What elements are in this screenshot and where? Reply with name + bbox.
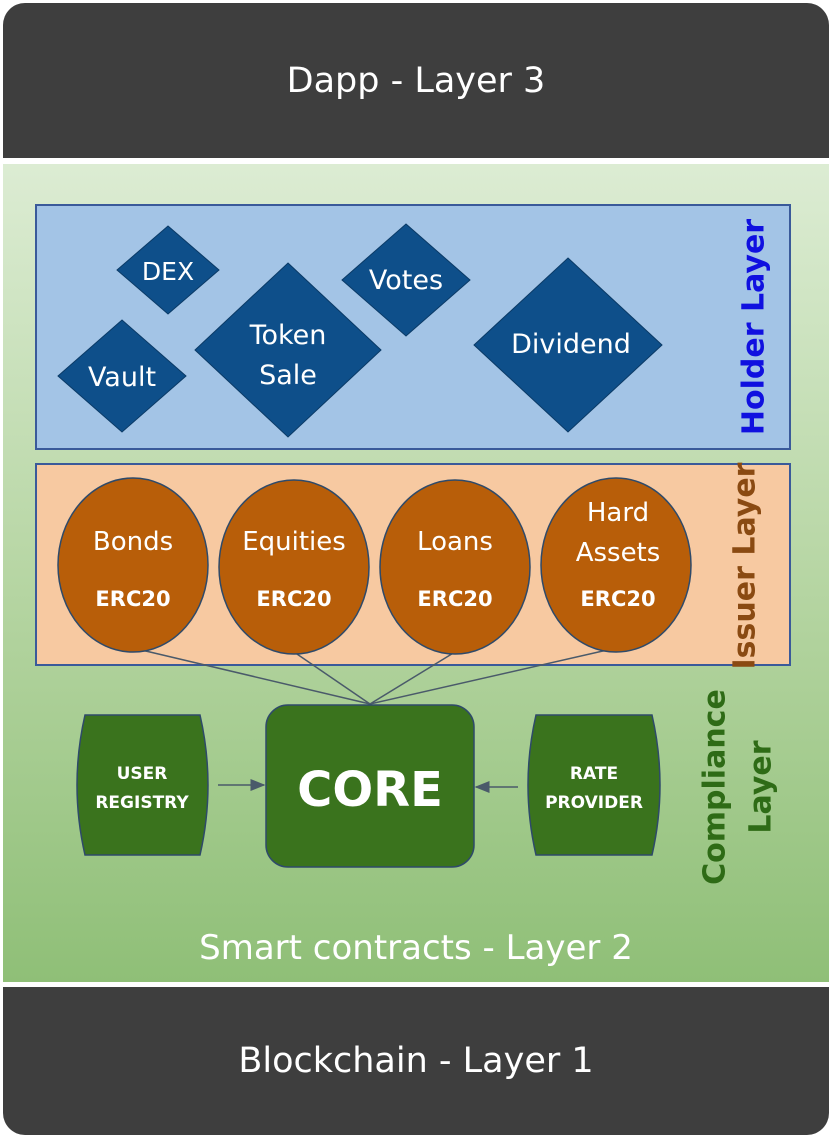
dex-label: DEX [142, 257, 194, 286]
bonds-ellipse [57, 477, 209, 653]
token-sale-diamond [194, 262, 382, 438]
hard-assets-label-line1: Hard [587, 498, 649, 528]
vault-diamond [57, 319, 187, 433]
blockchain-layer-title: Blockchain - Layer 1 [238, 1041, 594, 1081]
votes-diamond [341, 223, 471, 337]
blockchain-layer-band: Blockchain - Layer 1 [3, 987, 829, 1135]
smart-contracts-layer-title: Smart contracts - Layer 2 [199, 928, 633, 968]
dapp-layer-band: Dapp - Layer 3 [3, 3, 829, 158]
connector-bonds-core [132, 647, 371, 705]
user-registry-label-line1: USER [117, 764, 168, 784]
equities-standard: ERC20 [256, 587, 331, 611]
connector-loans-core [369, 651, 456, 705]
token-sale-label-line2: Sale [259, 360, 317, 391]
hard-assets-standard: ERC20 [580, 587, 655, 611]
hard-assets-label-line2: Assets [576, 538, 661, 568]
rate-provider-label-line2: PROVIDER [545, 793, 643, 813]
equities-label: Equities [242, 527, 346, 557]
loans-standard: ERC20 [417, 587, 492, 611]
compliance-layer-label-line1: Compliance [698, 689, 733, 885]
rate-provider-box [527, 714, 661, 856]
dex-diamond [116, 225, 220, 315]
bonds-label: Bonds [93, 527, 173, 557]
compliance-layer-label-line2: Layer [744, 740, 779, 833]
core-box [265, 704, 475, 868]
dividend-diamond [473, 257, 663, 433]
votes-label: Votes [369, 265, 443, 296]
equities-ellipse [218, 479, 370, 655]
dividend-label: Dividend [511, 329, 631, 360]
loans-ellipse [379, 479, 531, 655]
rate-provider-label-line1: RATE [570, 764, 618, 784]
connector-equities-core [293, 651, 371, 705]
dapp-layer-title: Dapp - Layer 3 [286, 60, 546, 101]
user-registry-label-line2: REGISTRY [95, 793, 189, 813]
hard-assets-ellipse [540, 477, 692, 653]
core-label: CORE [297, 762, 443, 818]
connector-hard-assets-core [369, 647, 617, 705]
bonds-standard: ERC20 [95, 587, 170, 611]
user-registry-box [76, 714, 209, 856]
vault-label: Vault [88, 362, 156, 393]
issuer-layer-label: Issuer Layer [728, 462, 763, 669]
token-sale-label-line1: Token [249, 320, 327, 351]
loans-label: Loans [417, 527, 493, 557]
holder-layer-label: Holder Layer [737, 219, 772, 435]
